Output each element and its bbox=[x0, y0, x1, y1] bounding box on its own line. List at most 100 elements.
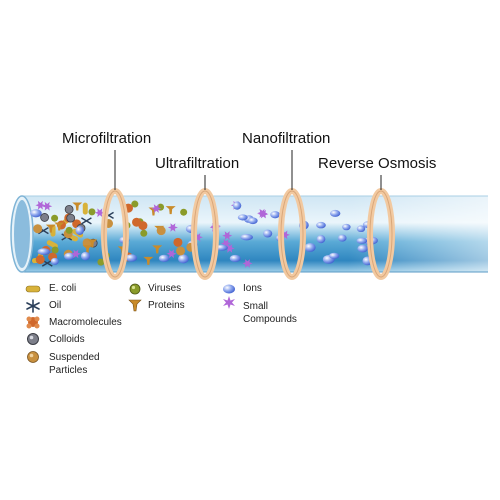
ion-particle bbox=[270, 211, 280, 219]
protein-particle bbox=[54, 222, 65, 231]
ion-particle bbox=[356, 237, 368, 244]
legend-label-ecoli: E. coli bbox=[49, 283, 77, 294]
ion-particle bbox=[329, 209, 341, 217]
legend-label-macromolecules: Macromolecules bbox=[49, 317, 122, 328]
ion-particle bbox=[80, 251, 91, 261]
ion-particle bbox=[30, 209, 42, 218]
legend-label-proteins: Proteins bbox=[148, 300, 185, 311]
small-compound-icon bbox=[223, 296, 235, 309]
ion-particle bbox=[342, 223, 351, 231]
ion-particle bbox=[178, 254, 189, 264]
ecoli-particle bbox=[82, 202, 88, 215]
virus-particle bbox=[140, 229, 148, 237]
colloid-icon bbox=[27, 333, 39, 345]
small-compound-particle bbox=[192, 233, 203, 242]
ion-particle bbox=[64, 252, 76, 261]
small-compound-particle bbox=[222, 231, 233, 240]
ion-particle bbox=[316, 221, 326, 229]
small-compound-particle bbox=[35, 200, 46, 210]
stage-label-reverse-osmosis: Reverse Osmosis bbox=[318, 155, 437, 172]
protein-particle bbox=[152, 245, 163, 254]
oil-icon bbox=[26, 299, 40, 313]
small-compound-particle bbox=[221, 239, 231, 248]
colloid-particle bbox=[66, 213, 76, 223]
ion-particle bbox=[229, 254, 241, 263]
legend-col-3: Ions Small Compounds bbox=[243, 283, 323, 326]
membrane-ring-outline bbox=[369, 190, 393, 278]
protein-particle bbox=[87, 239, 98, 248]
protein-particle bbox=[143, 256, 154, 265]
virus-particle bbox=[88, 208, 96, 216]
small-compound-particle bbox=[151, 204, 162, 213]
legend-label-small-compounds: Small Compounds bbox=[243, 301, 297, 325]
ecoli-icon bbox=[25, 285, 41, 293]
suspended-particle-icon bbox=[27, 351, 39, 363]
ion-particle bbox=[263, 229, 273, 238]
colloid-particle bbox=[40, 213, 50, 222]
ion-particle bbox=[304, 242, 316, 252]
macromolecule-particle bbox=[35, 255, 45, 265]
virus-icon bbox=[129, 283, 141, 295]
legend-col-2: Viruses Proteins bbox=[148, 283, 218, 312]
small-compound-particle bbox=[279, 230, 290, 240]
ion-particle bbox=[247, 217, 258, 225]
suspended-particle bbox=[176, 246, 186, 256]
small-compound-particle bbox=[70, 249, 81, 259]
ion-particle bbox=[237, 214, 248, 221]
small-compound-particle bbox=[42, 201, 53, 211]
membrane-rings bbox=[101, 188, 395, 280]
macromolecule-icon bbox=[26, 316, 40, 329]
ion-particle bbox=[125, 254, 138, 262]
protein-icon bbox=[128, 299, 142, 312]
membrane-ring-outline bbox=[280, 190, 304, 278]
ion-particle bbox=[356, 225, 366, 233]
small-compound-particle bbox=[94, 208, 105, 218]
ecoli-particle bbox=[46, 240, 58, 249]
membrane-ring-outline bbox=[193, 190, 217, 278]
ion-icon bbox=[223, 284, 235, 294]
legend-col-1: E. coli Oil Macromolecules Colloids Susp… bbox=[49, 283, 129, 377]
protein-particle bbox=[165, 206, 176, 215]
legend-label-ions: Ions bbox=[243, 283, 262, 294]
ion-particle bbox=[215, 244, 228, 251]
stage-label-ultrafiltration: Ultrafiltration bbox=[155, 155, 240, 172]
small-compound-particle bbox=[242, 259, 253, 268]
legend-label-colloids: Colloids bbox=[49, 334, 85, 345]
ion-particle bbox=[316, 235, 326, 244]
oil-particle bbox=[81, 217, 92, 225]
virus-particle bbox=[51, 246, 59, 254]
ion-particle bbox=[240, 234, 253, 241]
ion-particle bbox=[50, 257, 59, 265]
colloid-particle bbox=[64, 205, 74, 214]
virus-particle bbox=[51, 214, 59, 222]
ion-particle bbox=[158, 254, 170, 262]
pipe bbox=[10, 195, 488, 273]
ion-particle bbox=[75, 225, 84, 235]
ion-particle bbox=[37, 248, 50, 255]
virus-particle bbox=[180, 208, 188, 216]
label-pointers bbox=[114, 150, 382, 190]
macromolecule-particle bbox=[173, 237, 183, 247]
protein-particle bbox=[72, 202, 83, 211]
legend-icons bbox=[25, 283, 235, 363]
protein-particle bbox=[45, 224, 56, 233]
ion-particle bbox=[232, 201, 242, 210]
legend-label-viruses: Viruses bbox=[148, 283, 182, 294]
ion-particle bbox=[329, 252, 340, 259]
stage-label-microfiltration: Microfiltration bbox=[62, 130, 152, 147]
stage-label-nanofiltration: Nanofiltration bbox=[242, 130, 331, 147]
small-compound-particle bbox=[258, 209, 269, 219]
virus-particle bbox=[65, 226, 73, 234]
ion-particle bbox=[337, 234, 347, 242]
small-compound-particle bbox=[224, 244, 235, 253]
suspended-particle bbox=[156, 226, 166, 236]
macromolecule-particle bbox=[132, 217, 142, 227]
suspended-particle bbox=[33, 224, 43, 234]
virus-particle bbox=[97, 258, 105, 266]
protein-particle bbox=[82, 245, 93, 254]
virus-particle bbox=[131, 200, 139, 208]
legend-label-suspended-particles: Suspended Particles bbox=[49, 352, 100, 376]
small-compound-particle bbox=[166, 249, 177, 259]
ion-particle bbox=[357, 244, 369, 253]
